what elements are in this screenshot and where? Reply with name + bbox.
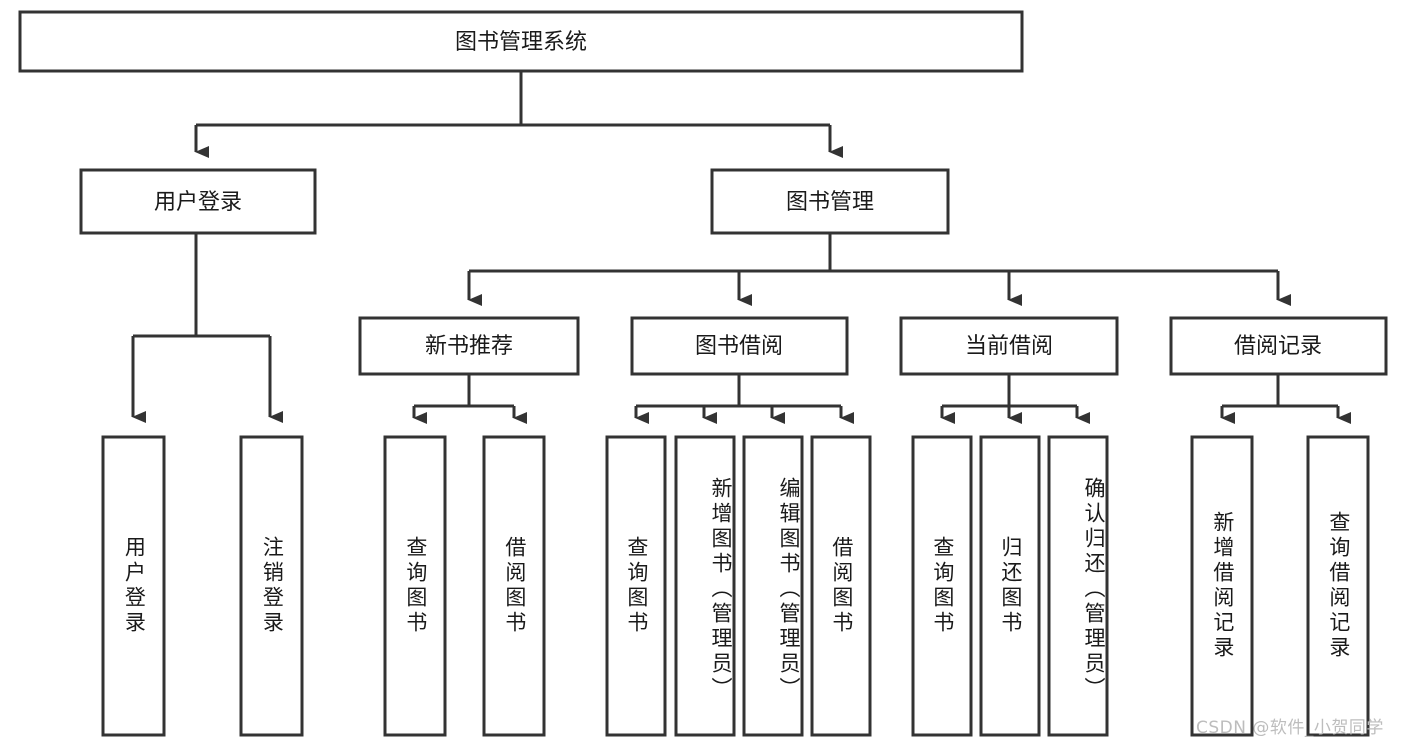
- node-user-login-box[interactable]: [79, 168, 317, 235]
- node-borrow-record-label: 借阅记录: [1234, 334, 1322, 359]
- node-current-borrow-box[interactable]: [899, 316, 1119, 376]
- csdn-watermark: CSDN @软件_小贺同学: [1196, 718, 1384, 738]
- leaf-box-borrow-book-1[interactable]: [482, 435, 546, 737]
- node-book-borrow[interactable]: 图书借阅: [630, 316, 849, 376]
- leaf-box-query-book-1[interactable]: [383, 435, 447, 737]
- node-book-management[interactable]: 图书管理: [710, 168, 950, 235]
- node-new-book-recommend-box[interactable]: [358, 316, 580, 376]
- leaf-box-borrow-book-2[interactable]: [810, 435, 872, 737]
- node-root-label: 图书管理系统: [455, 30, 587, 55]
- node-borrow-record[interactable]: 借阅记录: [1169, 316, 1388, 376]
- leaf-boxes-group: [101, 435, 1370, 737]
- node-current-borrow[interactable]: 当前借阅: [899, 316, 1119, 376]
- leaf-box-add-book[interactable]: [674, 435, 736, 737]
- leaf-box-logout[interactable]: [239, 435, 304, 737]
- node-root-box[interactable]: [18, 10, 1024, 73]
- node-user-login-label: 用户登录: [154, 190, 242, 215]
- leaf-box-query-record[interactable]: [1306, 435, 1370, 737]
- leaf-box-add-record[interactable]: [1190, 435, 1254, 737]
- connectors-group: [131, 71, 1351, 424]
- node-book-management-box[interactable]: [710, 168, 950, 235]
- node-new-book-recommend[interactable]: 新书推荐: [358, 316, 580, 376]
- leaf-box-confirm-return[interactable]: [1047, 435, 1109, 737]
- node-new-book-recommend-label: 新书推荐: [425, 334, 513, 359]
- leaf-box-edit-book[interactable]: [742, 435, 804, 737]
- leaf-box-query-book-3[interactable]: [911, 435, 973, 737]
- node-current-borrow-label: 当前借阅: [965, 334, 1053, 359]
- node-borrow-record-box[interactable]: [1169, 316, 1388, 376]
- node-root[interactable]: 图书管理系统: [18, 10, 1024, 73]
- leaf-box-query-book-2[interactable]: [605, 435, 667, 737]
- node-book-borrow-box[interactable]: [630, 316, 849, 376]
- node-book-borrow-label: 图书借阅: [695, 334, 783, 359]
- leaf-box-return-book[interactable]: [979, 435, 1041, 737]
- leaf-box-user-login[interactable]: [101, 435, 166, 737]
- node-user-login[interactable]: 用户登录: [79, 168, 317, 235]
- node-book-management-label: 图书管理: [786, 190, 874, 215]
